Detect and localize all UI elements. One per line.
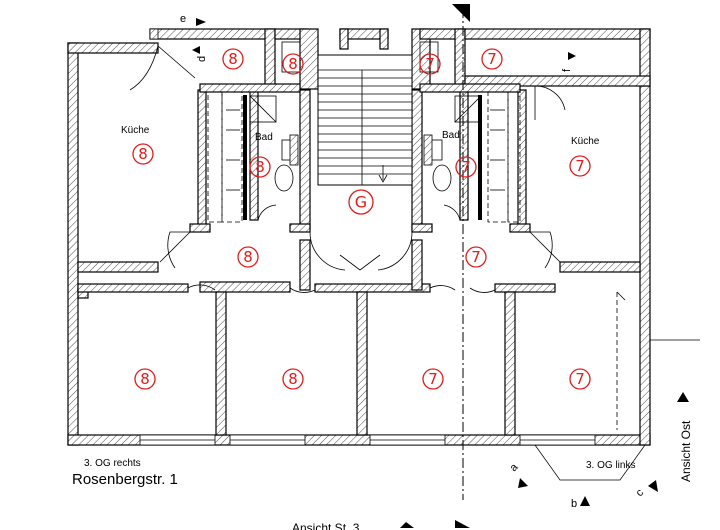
unit-mark-8: 8	[140, 370, 150, 388]
unit-mark-8: 8	[243, 248, 253, 266]
unit-mark-8: 8	[288, 370, 298, 388]
kitchen-label-right: Küche	[571, 136, 600, 147]
section-arrows	[192, 4, 689, 528]
unit-mark-8: 8	[228, 50, 238, 68]
section-mark-b: b	[571, 498, 577, 510]
bath-label-left: Bad	[255, 132, 273, 143]
section-mark-d: d	[196, 56, 208, 62]
unit-mark-7: 7	[487, 50, 497, 68]
section-line	[462, 8, 700, 500]
section-mark-e: e	[180, 13, 186, 25]
section-mark-a: a	[508, 461, 521, 474]
section-mark-c: c	[634, 486, 647, 499]
unit-mark-stair: G	[355, 193, 367, 212]
unit-mark-8: 8	[138, 145, 148, 163]
unit-mark-7: 7	[425, 55, 435, 73]
unit-mark-8: 8	[255, 158, 265, 176]
unit-mark-7: 7	[575, 157, 585, 175]
bottom-windows	[139, 434, 596, 446]
kitchen-label-left: Küche	[121, 125, 150, 136]
unit-mark-7: 7	[461, 158, 471, 176]
floor-label-right: 3. OG rechts	[84, 458, 141, 469]
kitchen-fixtures	[207, 91, 521, 223]
section-mark-f: f	[561, 68, 573, 72]
elevation-south-label: Ansicht St. 3	[292, 521, 360, 530]
interior-walls	[77, 83, 641, 436]
staircase	[317, 54, 413, 186]
bath-fixtures	[249, 95, 482, 192]
address-label: Rosenbergstr. 1	[72, 471, 178, 488]
unit-mark-7: 7	[471, 248, 481, 266]
doors	[129, 45, 566, 293]
unit-mark-7: 7	[575, 370, 585, 388]
bay-outline	[534, 444, 646, 481]
elevation-east-label: Ansicht Ost	[679, 420, 693, 482]
bath-label-right: Bad	[442, 130, 460, 141]
floor-label-left: 3. OG links	[586, 460, 635, 471]
outer-walls	[67, 28, 651, 446]
unit-mark-8: 8	[288, 55, 298, 73]
unit-marks: 8 8 7 7 8 8 7 7 G 8 7 8 8 7 7	[132, 48, 591, 390]
unit-mark-7: 7	[428, 370, 438, 388]
